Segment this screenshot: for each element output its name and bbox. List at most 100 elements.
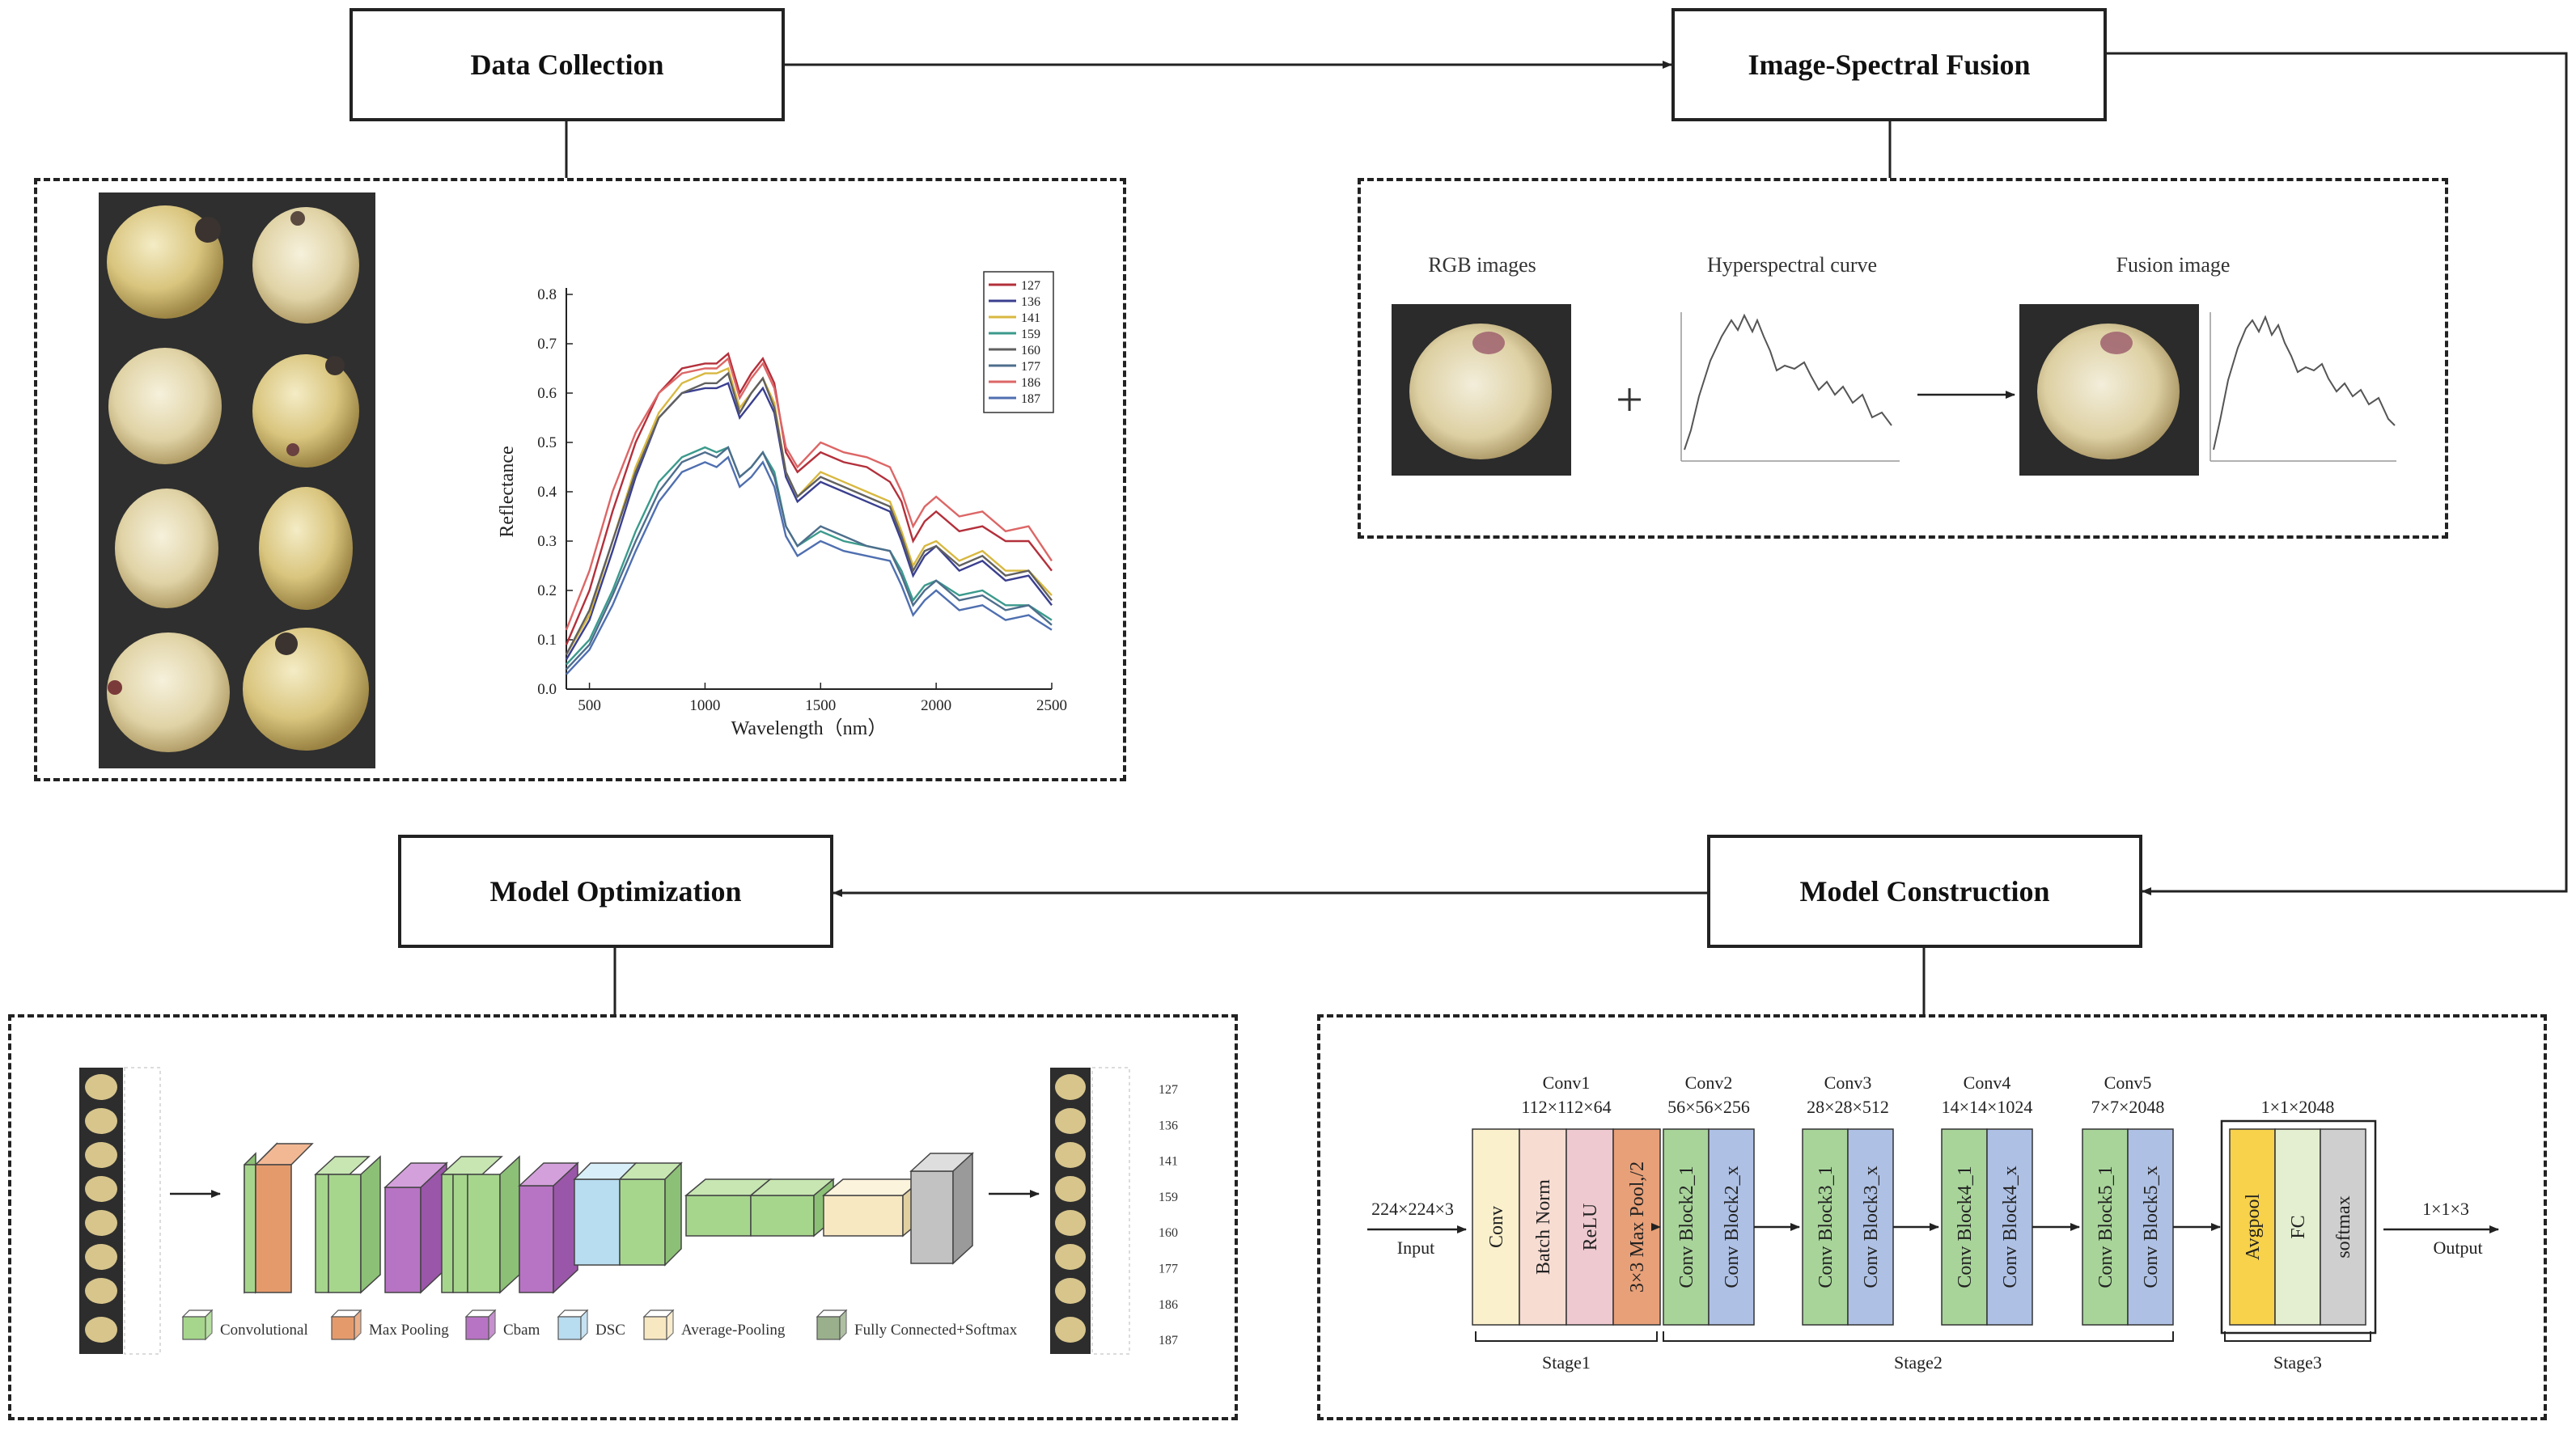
- output-label: Output: [2433, 1238, 2482, 1258]
- conv-block-layer: [1986, 1128, 2033, 1326]
- conv-block-layer: [1663, 1128, 1710, 1326]
- y-tick-label: 0.6: [537, 385, 557, 402]
- y-tick-label: 0.1: [537, 632, 557, 649]
- conv-block-label: Conv Block3_1: [1815, 1166, 1837, 1288]
- fusion-panel: [1358, 178, 2448, 539]
- conv-block-label: Conv Block5_1: [2095, 1166, 2116, 1288]
- conv-block-label: Conv Block4_1: [1955, 1166, 1976, 1288]
- legend-item: Cbam: [464, 1309, 540, 1341]
- output-class-label: 127: [1159, 1083, 1178, 1097]
- hyperspectral-curve-label: Hyperspectral curve: [1707, 253, 1877, 277]
- output-class-label: 136: [1159, 1119, 1178, 1132]
- legend-item: Convolutional: [181, 1309, 308, 1341]
- output-dim: 1×1×3: [2422, 1199, 2469, 1219]
- block-dim: 14×14×1024: [1942, 1097, 2033, 1117]
- fusion-graphic: RGB images Hyperspectral curve Fusion im…: [1392, 253, 2401, 476]
- input-image-stack: [79, 1067, 161, 1355]
- legend-label: 177: [1021, 360, 1040, 374]
- conv-block-label: Conv Block4_x: [2000, 1166, 2021, 1288]
- stage3-dim: 1×1×2048: [2261, 1097, 2335, 1117]
- y-tick-label: 0.7: [537, 336, 557, 353]
- output-image-stack: [1050, 1067, 1130, 1355]
- legend-cube-side: [205, 1309, 213, 1341]
- x-tick-label: 2000: [921, 697, 951, 714]
- y-tick-label: 0.2: [537, 582, 557, 599]
- conv-block-layer: [1847, 1128, 1894, 1326]
- series-line-187: [566, 455, 1053, 675]
- arrow-fusion-to-construction: [2107, 52, 2568, 895]
- hyperspectral-curve-thumb: [1668, 304, 1904, 474]
- stage-label: Model Construction: [1799, 875, 2050, 908]
- legend-cube: [465, 1316, 489, 1340]
- cbam-block: [383, 1161, 448, 1294]
- fusion-image: [2019, 304, 2401, 476]
- stage3-layer-label: FC: [2288, 1215, 2309, 1238]
- legend-cube: [182, 1316, 206, 1340]
- series-line-127: [565, 352, 1053, 645]
- y-tick-label: 0.8: [537, 286, 557, 303]
- legend-label: 187: [1021, 392, 1040, 406]
- data-collection-panel: [34, 178, 1126, 781]
- stage3-layer: [2320, 1128, 2366, 1326]
- input-dim: 224×224×3: [1371, 1199, 1454, 1219]
- conv1-layer-label: 3×3 Max Pool,/2: [1627, 1161, 1648, 1292]
- conv1-layer: [1519, 1128, 1567, 1326]
- y-axis-label: Reflectance: [497, 446, 518, 537]
- x-tick-label: 2500: [1036, 697, 1067, 714]
- fc-softmax-block: [909, 1152, 974, 1265]
- legend-label: 136: [1021, 295, 1040, 309]
- y-tick-label: 0.4: [537, 484, 557, 501]
- construction-panel: [1317, 1014, 2547, 1420]
- stage1-label: Stage1: [1542, 1352, 1591, 1373]
- optimization-panel: [8, 1014, 1238, 1420]
- legend-cube: [816, 1316, 841, 1340]
- conv-block-layer: [1708, 1128, 1755, 1326]
- fusion-image-label: Fusion image: [2116, 253, 2231, 277]
- x-tick-label: 500: [578, 697, 601, 714]
- avgpool-block: [821, 1178, 925, 1238]
- rgb-images-label: RGB images: [1428, 253, 1536, 277]
- legend-cube: [643, 1316, 667, 1340]
- block-name: Conv5: [2104, 1072, 2152, 1093]
- conv1-name: Conv1: [1543, 1072, 1591, 1093]
- legend-cube: [331, 1316, 355, 1340]
- conv1-layer-label: ReLU: [1580, 1204, 1601, 1251]
- series-line-177: [566, 446, 1053, 671]
- legend-label: Average-Pooling: [681, 1322, 786, 1339]
- network-blocks: [244, 1142, 974, 1294]
- legend-cube: [557, 1316, 582, 1340]
- input-label: Input: [1397, 1238, 1434, 1258]
- conv1-layer-label: Batch Norm: [1533, 1179, 1554, 1275]
- conv-block-layer: [1941, 1128, 1988, 1326]
- stage1-brace: [1475, 1331, 1658, 1342]
- conv1-dim: 112×112×64: [1521, 1097, 1611, 1117]
- plus-sign: +: [1616, 373, 1643, 426]
- legend-label: DSC: [595, 1322, 625, 1339]
- seed-image: [252, 354, 359, 468]
- legend-label: 159: [1021, 328, 1040, 341]
- stage2-label: Stage2: [1894, 1352, 1943, 1373]
- conv-block: [244, 1152, 256, 1294]
- series-line-160: [565, 371, 1053, 655]
- seed-image: [107, 632, 230, 752]
- stage-label: Image-Spectral Fusion: [1748, 49, 2031, 81]
- legend-item: DSC: [557, 1309, 625, 1341]
- conv1-layer: [1566, 1128, 1614, 1326]
- block-dim: 56×56×256: [1667, 1097, 1750, 1117]
- legend-label: 186: [1021, 376, 1040, 390]
- block-name: Conv2: [1685, 1072, 1733, 1093]
- legend-item: Fully Connected+Softmax: [816, 1309, 1018, 1341]
- seed-image: [252, 207, 359, 324]
- block-name: Conv3: [1824, 1072, 1872, 1093]
- stage-label: Data Collection: [470, 49, 664, 81]
- legend-label: Cbam: [503, 1322, 540, 1339]
- conv-block-layer: [2127, 1128, 2174, 1326]
- block-dim: 28×28×512: [1807, 1097, 1889, 1117]
- x-tick-label: 1500: [805, 697, 836, 714]
- seed-image: [107, 205, 223, 319]
